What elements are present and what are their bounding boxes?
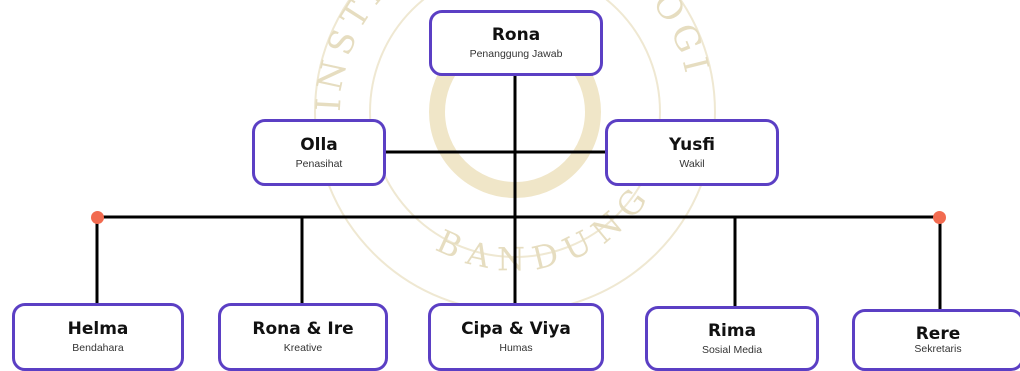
node-name: Cipa & Viya — [461, 319, 571, 339]
node-kreative: Rona & Ire Kreative — [218, 303, 388, 371]
node-bendahara: Helma Bendahara — [12, 303, 184, 371]
bus-endpoint-right-dot — [933, 211, 946, 224]
node-penasihat: Olla Penasihat — [252, 119, 386, 186]
bus-endpoint-left-dot — [91, 211, 104, 224]
node-sekretaris: Rere Sekretaris — [852, 309, 1020, 371]
node-wakil: Yusfi Wakil — [605, 119, 779, 186]
node-name: Rona — [491, 25, 541, 45]
node-penanggung-jawab: Rona Penanggung Jawab — [429, 10, 603, 76]
node-role: Wakil — [679, 157, 705, 170]
node-role: Bendahara — [72, 342, 124, 354]
node-role: Penasihat — [295, 157, 343, 170]
node-name: Rona & Ire — [252, 319, 354, 339]
node-role: Kreative — [283, 342, 323, 354]
node-role: Penanggung Jawab — [469, 48, 563, 60]
node-name: Yusfi — [669, 134, 715, 155]
node-role: Sosial Media — [701, 343, 763, 356]
node-name: Olla — [300, 134, 338, 155]
node-sosial-media: Rima Sosial Media — [645, 306, 819, 371]
node-humas: Cipa & Viya Humas — [428, 303, 604, 371]
node-name: Helma — [67, 319, 129, 339]
node-name: Rere — [915, 324, 961, 344]
node-role: Humas — [499, 342, 533, 354]
node-name: Rima — [707, 320, 757, 341]
node-role: Sekretaris — [914, 343, 962, 355]
